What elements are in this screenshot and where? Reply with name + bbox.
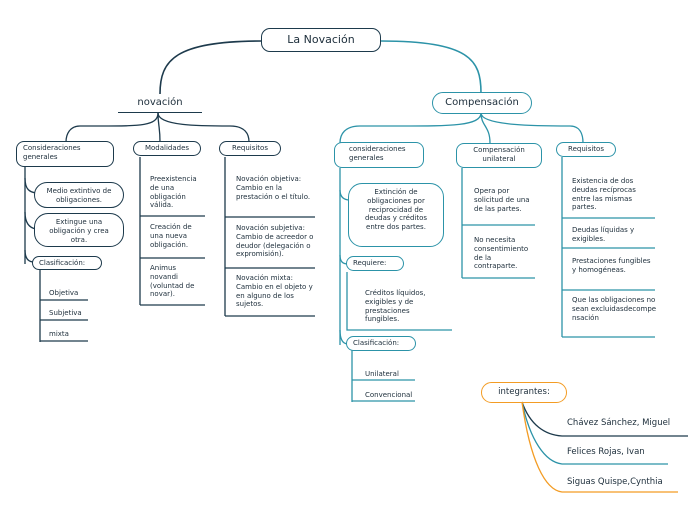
clasificacion-subjetiva: Subjetiva <box>49 309 82 317</box>
requisito-exclusion-text: Que las obligaciones no sean excluidasde… <box>572 296 657 322</box>
member-siguas: Siguas Quispe,Cynthia <box>567 477 663 487</box>
integrantes-node: integrantes: <box>481 382 567 403</box>
clasificacion-mixta: mixta <box>49 330 69 338</box>
requisito-prestaciones-text: Prestaciones fungibles y homogéneas. <box>572 257 651 274</box>
clasificacion-convencional: Convencional <box>365 391 413 399</box>
novacion-branch-title: novación <box>118 94 202 113</box>
clasificacion-unilateral: Unilateral <box>365 370 399 378</box>
modalidad-creacion: Creación de una nueva obligación. <box>150 223 192 249</box>
unilateral-opera-text: Opera por solicitud de una de las partes… <box>474 187 530 213</box>
requisitos-left-node: Requisitos <box>219 141 281 156</box>
root-title: La Novación <box>261 28 381 52</box>
compensacion-unilateral-node: Compensación unilateral <box>456 143 542 168</box>
clasificacion-right-node: Clasificación: <box>346 336 416 351</box>
unilateral-consentimiento-text: No necesita consentimiento de la contrap… <box>474 236 529 271</box>
modalidades-node: Modalidades <box>133 141 201 156</box>
modalidad-animus: Animus novandi (voluntad de novar). <box>150 264 195 299</box>
requisitos-right-node: Requisitos <box>556 142 616 157</box>
extincion-obligaciones-node: Extinción de obligaciones por reciprocid… <box>348 183 444 247</box>
creditos-liquidos-text: Créditos líquidos, exigibles y de presta… <box>365 289 426 324</box>
member-felices: Felices Rojas, Ivan <box>567 447 645 457</box>
requiere-node: Requiere: <box>346 256 404 271</box>
requisito-existencia-text: Existencia de dos deudas recíprocas entr… <box>572 177 636 212</box>
compensacion-branch-title: Compensación <box>432 92 532 114</box>
consideraciones-generales-node: Consideraciones generales <box>16 141 114 167</box>
novacion-objetiva-text: Novación objetiva: Cambio en la prestaci… <box>236 175 311 201</box>
clasificacion-left-node: Clasificación: <box>32 256 102 270</box>
modalidad-preexistencia: Preexistencia de una obligación válida. <box>150 175 197 210</box>
novacion-subjetiva-text: Novación subjetiva: Cambio de acreedor o… <box>236 224 314 259</box>
clasificacion-objetiva: Objetiva <box>49 289 79 297</box>
requisito-deudas-text: Deudas líquidas y exigibles. <box>572 226 635 243</box>
medio-extintivo-node: Medio extintivo de obligaciones. <box>34 182 124 208</box>
member-chavez: Chávez Sánchez, Miguel <box>567 418 671 428</box>
extingue-obligacion-node: Extingue una obligación y crea otra. <box>34 213 124 247</box>
consideraciones-generales-right-node: consideraciones generales <box>334 142 424 168</box>
novacion-mixta-text: Novación mixta: Cambio en el objeto y en… <box>236 274 313 309</box>
